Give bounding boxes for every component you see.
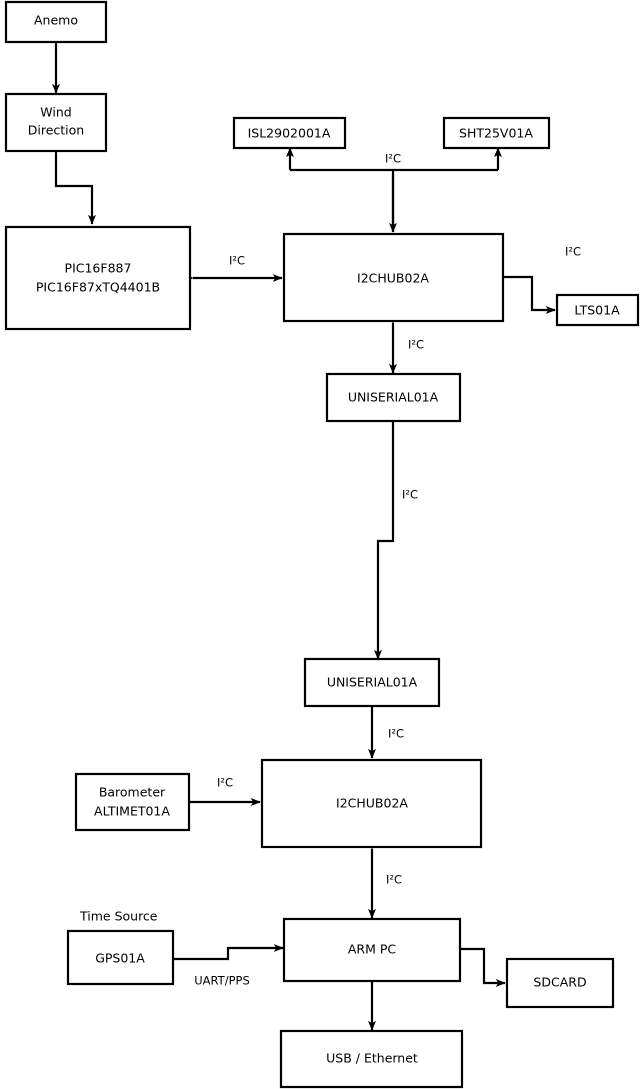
node-barometer-label-2: ALTIMET01A: [94, 804, 170, 819]
node-i2chub02a-bottom[interactable]: I2CHUB02A: [260, 758, 483, 849]
node-wind-direction[interactable]: Wind Direction: [4, 92, 108, 153]
connector-pic-hubtop: I²C: [183, 254, 283, 282]
node-isl2902001a[interactable]: ISL2902001A: [232, 116, 347, 150]
node-sdcard[interactable]: SDCARD: [505, 957, 615, 1009]
node-anemo[interactable]: Anemo: [4, 0, 108, 44]
node-anemo-label: Anemo: [34, 13, 78, 28]
node-sdcard-label: SDCARD: [533, 975, 586, 990]
edge-label-unibot-hubbot: I²C: [388, 727, 404, 741]
node-sht25v01a-label: SHT25V01A: [459, 126, 533, 141]
connector-baro-hubbot: I²C: [180, 776, 261, 806]
edge-label-uni-uni: I²C: [402, 488, 418, 502]
node-arm-pc-label: ARM PC: [348, 942, 397, 957]
node-barometer[interactable]: Barometer ALTIMET01A: [74, 772, 191, 832]
node-usb-ethernet-label: USB / Ethernet: [326, 1051, 418, 1066]
node-lts01a-label: LTS01A: [574, 303, 620, 318]
connector-unibot-hubbot: I²C: [368, 697, 404, 759]
connector-hubtop-unitop: I²C: [389, 313, 424, 374]
node-wind-direction-label-1: Wind: [40, 105, 71, 120]
node-pic-label-2: PIC16F87xTQ4401B: [36, 280, 160, 295]
connector-hubtop-bus: I²C: [286, 147, 502, 233]
edge-label-pic-hub: I²C: [229, 254, 245, 268]
edge-label-uart-pps: UART/PPS: [194, 974, 250, 988]
connector-wind-pic: [52, 141, 96, 225]
node-uniserial01a-bottom-label: UNISERIAL01A: [327, 675, 418, 690]
node-pic-label-1: PIC16F887: [65, 261, 132, 276]
node-arm-pc[interactable]: ARM PC: [282, 917, 462, 983]
node-i2chub02a-top[interactable]: I2CHUB02A: [282, 232, 505, 323]
node-i2chub02a-top-label: I2CHUB02A: [357, 271, 429, 286]
edge-label-baro-hub: I²C: [217, 776, 233, 790]
node-uniserial01a-bottom[interactable]: UNISERIAL01A: [303, 657, 441, 708]
connector-hubtop-lts: I²C: [494, 245, 581, 314]
node-uniserial01a-top-label: UNISERIAL01A: [348, 390, 439, 405]
connector-gps-armpc: UART/PPS: [173, 944, 284, 988]
edge-label-hub-uni: I²C: [408, 338, 424, 352]
connector-armpc-sdcard: [451, 945, 506, 987]
connector-hubbot-armpc: I²C: [368, 839, 402, 919]
node-isl2902001a-label: ISL2902001A: [248, 126, 331, 141]
edge-label-hub-armpc: I²C: [386, 873, 402, 887]
node-i2chub02a-bottom-label: I2CHUB02A: [336, 796, 408, 811]
node-gps01a-label: GPS01A: [95, 951, 145, 966]
node-uniserial01a-top[interactable]: UNISERIAL01A: [325, 372, 462, 423]
node-wind-direction-label-2: Direction: [28, 123, 84, 138]
time-source-label: Time Source: [79, 909, 158, 924]
node-usb-ethernet[interactable]: USB / Ethernet: [279, 1029, 464, 1089]
node-sht25v01a[interactable]: SHT25V01A: [442, 116, 551, 150]
node-gps01a[interactable]: GPS01A: [66, 929, 175, 986]
node-pic[interactable]: PIC16F887 PIC16F87xTQ4401B: [4, 225, 192, 331]
edge-label-hub-bus: I²C: [385, 152, 401, 166]
node-lts01a[interactable]: LTS01A: [555, 293, 640, 327]
connector-unitop-unibot: I²C: [374, 411, 418, 660]
edge-label-hub-lts: I²C: [565, 245, 581, 259]
node-barometer-label-1: Barometer: [99, 785, 166, 800]
